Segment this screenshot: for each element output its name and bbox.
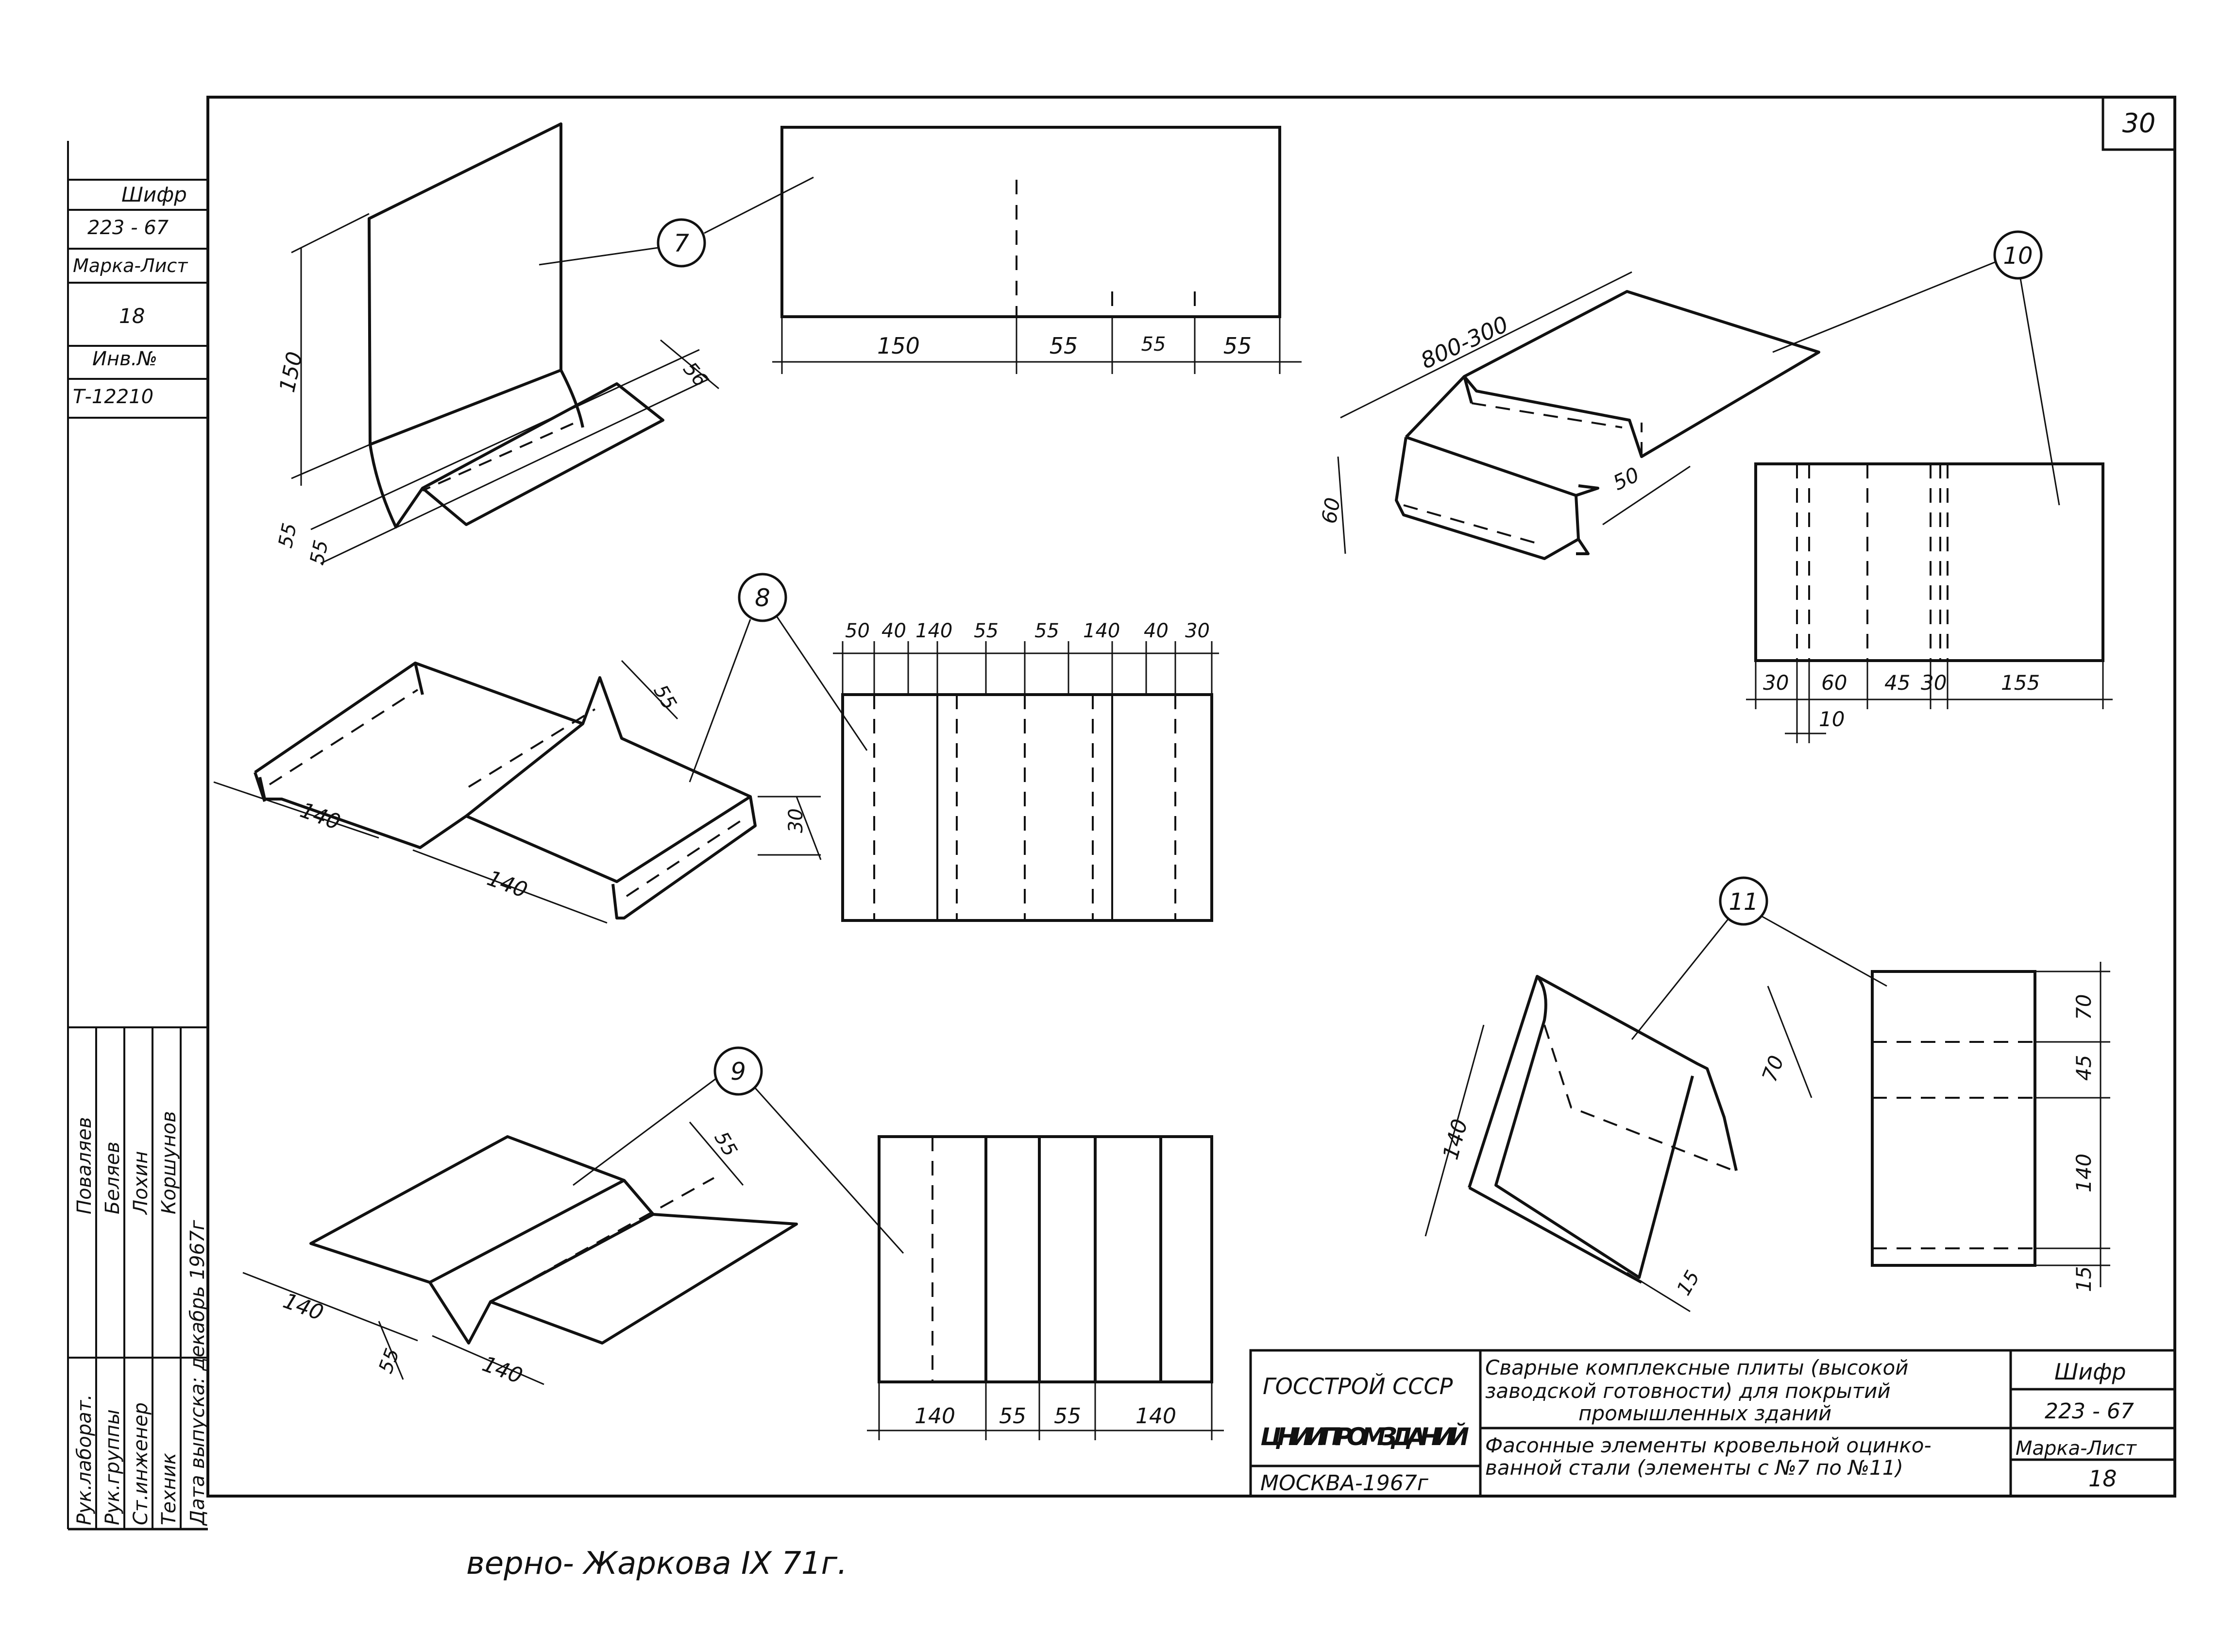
e7-dim-55-b: 55 bbox=[306, 538, 333, 567]
e10-dim-50: 50 bbox=[1610, 462, 1643, 495]
e7-plan-dim-55-c: 55 bbox=[1223, 333, 1252, 359]
e9-dim-55-a: 55 bbox=[710, 1128, 741, 1160]
signature-block: Рук.лаборат. Рук.группы Ст.инженер Техни… bbox=[68, 1026, 209, 1529]
e7-plan-dim-55-a: 55 bbox=[1050, 333, 1078, 359]
e8-callout-number: 8 bbox=[755, 584, 770, 612]
e8-dim-30: 30 bbox=[785, 808, 807, 833]
e11-plan-dim-45: 45 bbox=[2072, 1055, 2096, 1081]
tb-sheet-label: Марка-Лист bbox=[2016, 1437, 2137, 1460]
title-line-2: заводской готовности) для покрытий bbox=[1485, 1379, 1891, 1403]
name-belyaev: Беляев bbox=[102, 1141, 124, 1214]
e8-callout-bubble bbox=[738, 573, 787, 622]
institute-name: ЦНИИПРОМЗДАНИЙ bbox=[1260, 1422, 1469, 1451]
title-block: ГОССТРОЙ СССР ЦНИИПРОМЗДАНИЙ МОСКВА-1967… bbox=[1249, 1349, 2176, 1498]
e8-dim-140-a: 140 bbox=[297, 798, 343, 835]
side-cipher-value: 223 - 67 bbox=[87, 217, 169, 239]
e11-dim-15: 15 bbox=[1673, 1267, 1704, 1299]
side-sheet-value: 18 bbox=[119, 304, 145, 328]
element-11: 140 70 15 11 70 45 140 bbox=[1424, 876, 2110, 1312]
e8-plan-dim-40-b: 40 bbox=[1144, 620, 1169, 642]
e8-plan-dim-140-a: 140 bbox=[915, 620, 952, 642]
e8-dim-55: 55 bbox=[649, 681, 680, 714]
e10-plan-dim-30-a: 30 bbox=[1763, 671, 1789, 695]
side-stamp: Шифр 223 - 67 Марка-Лист 18 Инв.№ Т-1221… bbox=[67, 141, 208, 1529]
title-line-3: промышленных зданий bbox=[1578, 1401, 1831, 1425]
side-cipher-label: Шифр bbox=[121, 183, 187, 206]
title-line-1: Сварные комплексные плиты (высокой bbox=[1485, 1356, 1908, 1380]
e10-callout-bubble bbox=[1993, 230, 2043, 280]
subtitle-line-1: Фасонные элементы кровельной оцинко- bbox=[1485, 1433, 1932, 1457]
e10-plan-dim-155: 155 bbox=[2001, 671, 2040, 695]
e8-plan-dim-30: 30 bbox=[1185, 620, 1210, 642]
e7-dim-56: 56 bbox=[678, 358, 712, 392]
e11-callout-bubble bbox=[1719, 876, 1768, 926]
e9-dim-140-a: 140 bbox=[280, 1288, 326, 1326]
role-technician: Техник bbox=[158, 1453, 180, 1525]
e9-dim-140-b: 140 bbox=[479, 1351, 525, 1389]
e10-plan-dim-45: 45 bbox=[1884, 671, 1910, 695]
e10-callout-number: 10 bbox=[2003, 242, 2033, 270]
e7-dim-150: 150 bbox=[275, 350, 307, 395]
side-inventory-label: Инв.№ bbox=[92, 348, 157, 370]
org-name: ГОССТРОЙ СССР bbox=[1263, 1373, 1453, 1399]
e7-plan-dim-150: 150 bbox=[877, 333, 920, 359]
name-lokhin: Лохин bbox=[130, 1151, 152, 1215]
release-date: Дата выпуска: декабрь 1967г bbox=[186, 1220, 209, 1526]
e8-plan-dim-55-a: 55 bbox=[974, 620, 999, 642]
e9-plan-dim-140-b: 140 bbox=[1135, 1404, 1176, 1429]
e11-plan-dim-70: 70 bbox=[2072, 994, 2096, 1020]
name-povalyaev: Поваляев bbox=[73, 1117, 96, 1214]
e10-plan-dim-30-b: 30 bbox=[1921, 671, 1947, 695]
e8-plan-dim-50: 50 bbox=[845, 620, 870, 642]
e9-plan-dim-55-a: 55 bbox=[999, 1404, 1026, 1429]
page-number: 30 bbox=[2122, 108, 2156, 138]
e8-plan-dim-40-a: 40 bbox=[881, 620, 906, 642]
e8-dim-140-b: 140 bbox=[484, 866, 530, 903]
tb-cipher-value: 223 - 67 bbox=[2045, 1399, 2134, 1424]
side-sheet-label: Марка-Лист bbox=[73, 255, 188, 276]
e8-plan-dim-140-b: 140 bbox=[1083, 620, 1120, 642]
e9-callout-number: 9 bbox=[730, 1057, 746, 1086]
e8-plan-dim-55-b: 55 bbox=[1034, 620, 1059, 642]
e11-callout-number: 11 bbox=[1729, 888, 1758, 916]
role-lab-head: Рук.лаборат. bbox=[73, 1394, 96, 1525]
city-year: МОСКВА-1967г bbox=[1260, 1471, 1429, 1496]
certification-handwriting: верно- Жаркова IX 71г. bbox=[466, 1546, 847, 1582]
element-9: 140 140 55 55 9 140 55 bbox=[242, 1046, 1224, 1440]
e11-plan-dim-140: 140 bbox=[2072, 1154, 2096, 1192]
e11-dim-70: 70 bbox=[1757, 1052, 1788, 1085]
element-8: 140 140 55 30 8 bbox=[213, 573, 1219, 924]
subtitle-line-2: ванной стали (элементы с №7 по №11) bbox=[1485, 1456, 1903, 1480]
e7-plan-dim-55-b: 55 bbox=[1141, 333, 1166, 356]
e11-plan-dim-15: 15 bbox=[2072, 1266, 2096, 1292]
e7-dim-55-a: 55 bbox=[274, 521, 302, 550]
e9-plan-dim-55-b: 55 bbox=[1054, 1404, 1081, 1429]
e11-dim-140: 140 bbox=[1438, 1117, 1473, 1162]
e9-callout-bubble bbox=[713, 1046, 763, 1096]
tb-sheet-value: 18 bbox=[2088, 1465, 2117, 1492]
e10-plan-dim-60: 60 bbox=[1821, 671, 1847, 695]
e10-dim-800-300: 800-300 bbox=[1417, 311, 1512, 374]
e7-callout-number: 7 bbox=[674, 229, 689, 257]
role-group-head: Рук.группы bbox=[102, 1409, 124, 1525]
e10-plan-dim-10: 10 bbox=[1819, 707, 1845, 731]
element-10: 800-300 60 50 10 bbox=[1317, 230, 2113, 743]
e9-plan-dim-140-a: 140 bbox=[915, 1404, 955, 1429]
sheet-frame bbox=[68, 96, 2176, 1531]
role-senior-engineer: Ст.инженер bbox=[130, 1402, 152, 1525]
e10-dim-60: 60 bbox=[1317, 496, 1345, 526]
e7-callout-bubble bbox=[657, 218, 706, 268]
element-7: 150 56 55 55 7 150 55 55 55 bbox=[274, 122, 1302, 567]
name-korshunov: Коршунов bbox=[158, 1111, 180, 1214]
side-inventory-value: Т-12210 bbox=[73, 386, 153, 408]
tb-cipher-label: Шифр bbox=[2054, 1359, 2126, 1385]
